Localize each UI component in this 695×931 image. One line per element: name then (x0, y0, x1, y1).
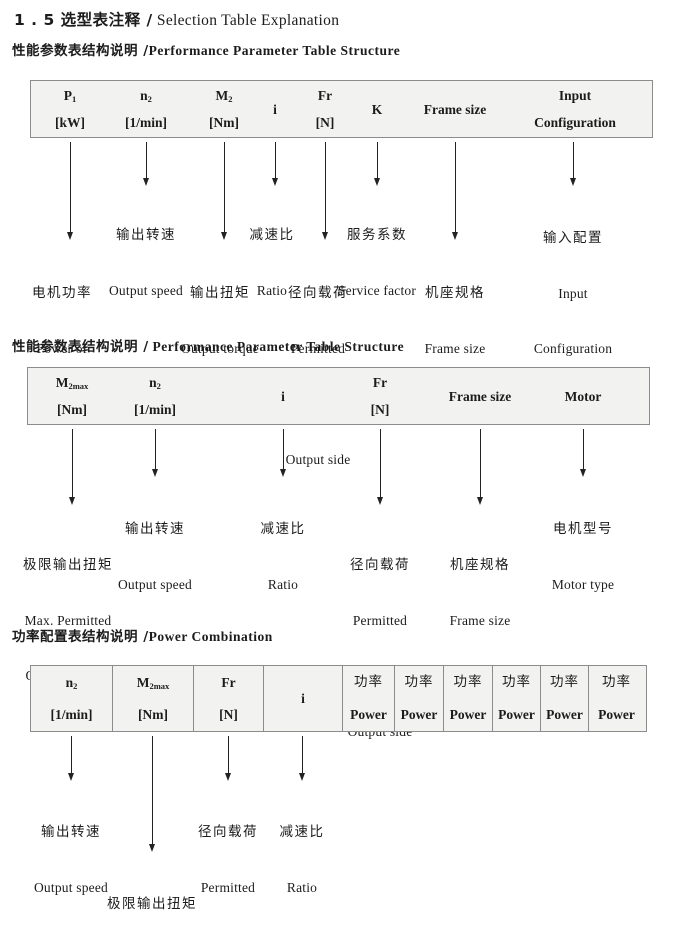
t1-col-m2: M2 [Nm] (209, 88, 239, 130)
arrow-frame-size (452, 142, 458, 240)
section2-heading-zh: 性能参数表结构说明 / (12, 339, 149, 355)
callout-ratio: 减速比 Ratio (279, 824, 325, 895)
arrow-n2 (68, 736, 74, 781)
page-title: 1 . 5 选型表注释 / Selection Table Explanatio… (14, 8, 339, 30)
arrow-fr (225, 736, 231, 781)
callout-frame-size: 机座规格 Frame size (424, 285, 486, 356)
section1-heading-zh: 性能参数表结构说明 / (12, 43, 149, 59)
t1-col-p1: P1 [kW] (55, 88, 85, 130)
callout-output-speed: 输出转速 Output speed (117, 521, 192, 592)
t3-col-m2max: M2max [Nm] (113, 666, 194, 731)
arrow-i (280, 429, 286, 477)
t1-col-frame-size: Frame size (423, 101, 487, 117)
arrow-n2 (143, 142, 149, 186)
t2-col-n2: n2 [1/min] (134, 375, 176, 417)
arrow-i (299, 736, 305, 781)
section2-heading: 性能参数表结构说明 / Performance Parameter Table … (12, 335, 404, 355)
callout-output-torque: 输出扭矩 Output torque (181, 285, 259, 356)
arrow-n2 (152, 429, 158, 477)
arrow-fr (322, 142, 328, 240)
section3-heading: 功率配置表结构说明 /Power Combination (12, 625, 273, 645)
section1-heading: 性能参数表结构说明 /Performance Parameter Table S… (12, 39, 400, 59)
t1-col-i: i (273, 101, 277, 117)
callout-ratio: 减速比 Ratio (260, 521, 306, 592)
section3-heading-en: Power Combination (148, 629, 273, 644)
callout-output-speed: 输出转速 Output speed (33, 824, 108, 895)
callout-input-configuration: 输入配置 Input Configuration (533, 230, 613, 356)
t3-col-power-6: 功率 Power (598, 674, 635, 723)
arrow-m2max (69, 429, 75, 505)
arrow-motor (580, 429, 586, 477)
t3-col-power-5: 功率 Power (541, 666, 589, 731)
t3-col-power-4: 功率 Power (493, 666, 541, 731)
page-title-en: Selection Table Explanation (152, 12, 340, 29)
t2-col-frame-size: Frame size (448, 388, 512, 404)
callout-output-speed: 输出转速 Output speed (108, 227, 183, 298)
t2-col-m2max: M2max [Nm] (55, 375, 89, 417)
performance-table-1 (30, 80, 653, 138)
t3-col-power-3: 功率 Power (444, 666, 493, 731)
page-title-zh: 1 . 5 选型表注释 / (14, 11, 153, 29)
section3-heading-zh: 功率配置表结构说明 / (12, 629, 149, 645)
t1-col-input-configuration: Input Configuration (534, 88, 616, 130)
callout-ratio: 减速比 Ratio (249, 227, 295, 298)
t3-col-i: i (264, 666, 343, 731)
section2-heading-en: Performance Parameter Table Structure (148, 339, 405, 354)
arrow-frame-size (477, 429, 483, 505)
callout-service-factor: 服务系数 Service factor (337, 227, 417, 298)
t3-col-power-1: 功率 Power (343, 666, 395, 731)
t2-col-fr: Fr [N] (370, 375, 390, 417)
performance-table-2 (27, 367, 650, 425)
t3-col-power-2: 功率 Power (395, 666, 444, 731)
arrow-m2max (149, 736, 155, 852)
t3-col-n2: n2 [1/min] (31, 666, 113, 731)
callout-max-permitted-output-torque: 极限输出扭矩 Max. Permitted Output torque (107, 896, 197, 912)
t1-col-n2: n2 [1/min] (125, 88, 167, 130)
callout-frame-size: 机座规格 Frame size (449, 557, 511, 628)
t2-col-i: i (281, 388, 285, 404)
callout-overhung-load: 径向载荷 Permitted Overhung load Output side (198, 824, 258, 895)
t3-col-fr: Fr [N] (194, 666, 264, 731)
arrow-i (272, 142, 278, 186)
arrow-p1 (67, 142, 73, 240)
section1-heading-en: Performance Parameter Table Structure (148, 43, 401, 58)
power-combination-table: n2 [1/min] M2max [Nm] Fr [N] i 功率 Power … (30, 665, 647, 732)
arrow-m2 (221, 142, 227, 240)
t1-col-fr: Fr [N] (315, 88, 335, 130)
t2-col-motor: Motor (564, 388, 602, 404)
arrow-fr (377, 429, 383, 505)
t1-col-k: K (371, 101, 383, 117)
callout-motor-type: 电机型号 Motor type (551, 521, 615, 592)
arrow-input-configuration (570, 142, 576, 186)
arrow-k (374, 142, 380, 186)
